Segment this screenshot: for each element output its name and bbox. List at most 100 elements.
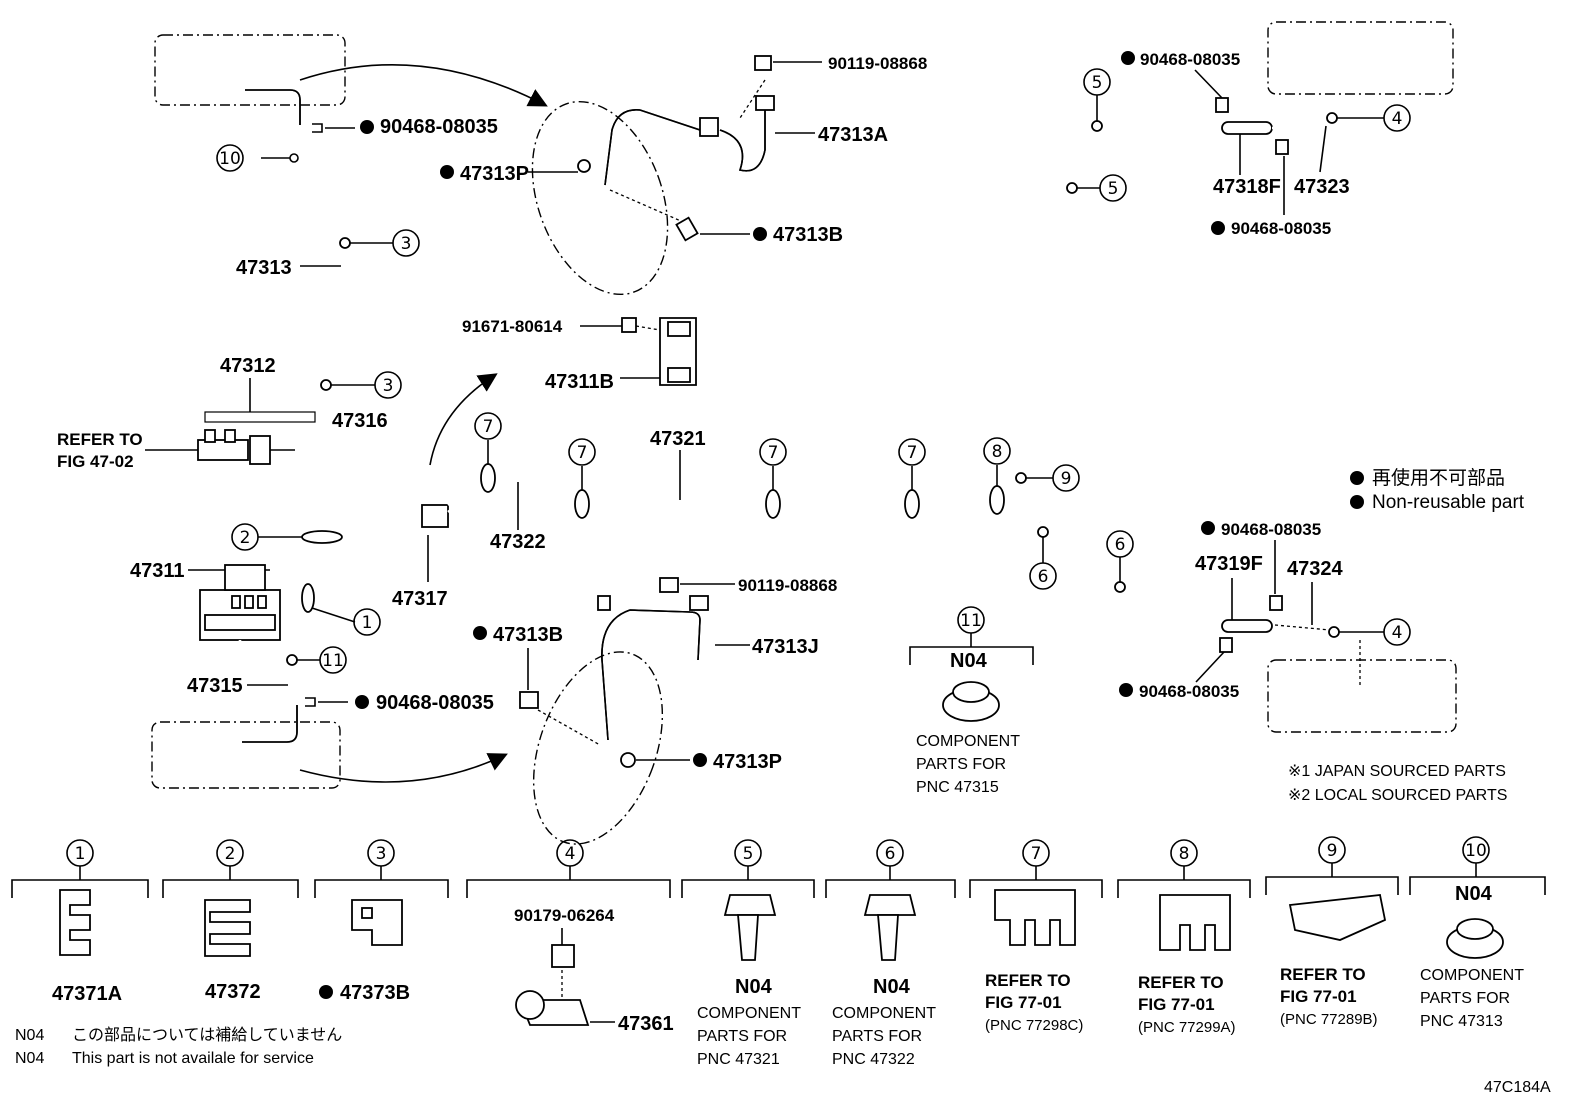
callout-9: 9 — [1015, 464, 1080, 492]
bottom-item-7[interactable]: 7 REFER TO FIG 77-01 (PNC 77298C) — [969, 839, 1103, 1034]
footer-notes: N04 この部品については補給していません N04 This part is n… — [15, 1026, 1551, 1096]
bottom-item-8[interactable]: 8 REFER TO FIG 77-01 (PNC 77299A) — [1117, 839, 1251, 1036]
svg-text:PNC 47313: PNC 47313 — [1420, 1013, 1503, 1030]
svg-text:PNC 47322: PNC 47322 — [832, 1051, 915, 1068]
svg-text:90119-08868: 90119-08868 — [738, 576, 837, 595]
svg-text:47311: 47311 — [130, 560, 185, 582]
svg-text:7: 7 — [907, 443, 918, 463]
svg-text:再使用不可部品: 再使用不可部品 — [1372, 467, 1505, 489]
svg-text:PARTS FOR: PARTS FOR — [832, 1028, 922, 1045]
svg-text:2: 2 — [240, 528, 251, 548]
svg-text:47319F: 47319F — [1195, 553, 1263, 575]
master-cylinder-47312[interactable]: 47312 REFER TO FIG 47-02 — [57, 355, 316, 471]
svg-text:4: 4 — [565, 844, 576, 864]
svg-text:PNC 47315: PNC 47315 — [916, 779, 999, 796]
svg-text:This part is not availale for: This part is not availale for service — [72, 1050, 314, 1067]
pipe-47313 — [292, 165, 347, 590]
svg-text:(PNC 77298C): (PNC 77298C) — [985, 1017, 1083, 1034]
svg-text:PARTS FOR: PARTS FOR — [1420, 990, 1510, 1007]
callout-6-a: 6 — [1029, 526, 1057, 590]
svg-text:※1 JAPAN SOURCED PARTS: ※1 JAPAN SOURCED PARTS — [1288, 763, 1506, 780]
svg-text:5: 5 — [1092, 73, 1103, 93]
svg-text:47371A: 47371A — [52, 983, 122, 1005]
svg-text:90468-08035: 90468-08035 — [1140, 50, 1240, 69]
svg-text:6: 6 — [1115, 535, 1126, 555]
svg-text:※2 LOCAL SOURCED PARTS: ※2 LOCAL SOURCED PARTS — [1288, 787, 1507, 804]
svg-text:N04: N04 — [950, 650, 988, 672]
svg-text:91671-80614: 91671-80614 — [462, 317, 563, 336]
bottom-item-3[interactable]: 3 47373B — [314, 839, 449, 1004]
bottom-item-4[interactable]: 4 90179-06264 47361 — [466, 839, 674, 1035]
callout-5-b: 5 — [1066, 174, 1127, 202]
svg-text:N04: N04 — [15, 1050, 44, 1067]
svg-text:90468-08035: 90468-08035 — [376, 692, 494, 714]
svg-text:(PNC 77289B): (PNC 77289B) — [1280, 1011, 1378, 1028]
svg-text:7: 7 — [483, 417, 494, 437]
grommet-11-n04[interactable]: 11 N04 COMPONENT PARTS FOR PNC 47315 — [909, 606, 1034, 796]
hose-47319F-47324[interactable]: 90468-08035 47319F 47324 4 90468-08035 — [1119, 520, 1457, 733]
callout-10-left: 10 — [216, 144, 299, 172]
svg-text:3: 3 — [383, 376, 394, 396]
svg-text:COMPONENT: COMPONENT — [697, 1005, 801, 1022]
svg-text:N04: N04 — [1455, 883, 1493, 905]
svg-text:FIG 77-01: FIG 77-01 — [1138, 995, 1215, 1014]
svg-text:47361: 47361 — [618, 1013, 674, 1035]
svg-text:10: 10 — [219, 149, 241, 169]
svg-text:3: 3 — [376, 844, 387, 864]
svg-text:47313J: 47313J — [752, 636, 819, 658]
svg-text:(PNC 77299A): (PNC 77299A) — [1138, 1019, 1236, 1036]
svg-text:PARTS FOR: PARTS FOR — [697, 1028, 787, 1045]
svg-text:47313P: 47313P — [713, 751, 782, 773]
bottom-item-9[interactable]: 9 REFER TO FIG 77-01 (PNC 77289B) — [1265, 836, 1399, 1028]
svg-text:11: 11 — [322, 651, 344, 671]
svg-text:Non-reusable part: Non-reusable part — [1372, 492, 1525, 513]
pipe-47315: 11 47315 — [187, 640, 347, 700]
front-left-inset — [154, 34, 548, 125]
rear-caliper-hose-detail[interactable]: 90119-08868 47313J 47313B 47313P — [473, 576, 837, 862]
svg-text:11: 11 — [960, 611, 982, 631]
bottom-item-6[interactable]: 6 N04 COMPONENT PARTS FOR PNC 47322 — [825, 839, 956, 1068]
clip-90468-lower-left[interactable]: 90468-08035 — [305, 692, 494, 714]
svg-text:90468-08035: 90468-08035 — [1221, 520, 1321, 539]
bottom-item-10[interactable]: 10 N04 COMPONENT PARTS FOR PNC 47313 — [1409, 836, 1546, 1030]
callout-5-a: 5 — [1083, 68, 1111, 132]
svg-text:8: 8 — [1179, 844, 1190, 864]
svg-text:9: 9 — [1061, 469, 1072, 489]
clip-90468-top-left[interactable]: 90468-08035 — [312, 116, 498, 138]
callout-7-b: 7 — [568, 438, 596, 519]
svg-text:47373B: 47373B — [340, 982, 410, 1004]
svg-text:N04: N04 — [873, 976, 911, 998]
bottom-item-2[interactable]: 2 47372 — [162, 839, 299, 1003]
svg-text:7: 7 — [768, 443, 779, 463]
svg-text:47313B: 47313B — [773, 224, 843, 246]
callout-2: 2 — [231, 523, 343, 551]
svg-text:47313B: 47313B — [493, 624, 563, 646]
bottom-item-1[interactable]: 1 47371A — [11, 839, 149, 1005]
svg-text:47313P: 47313P — [460, 163, 529, 185]
svg-text:N04: N04 — [735, 976, 773, 998]
junction-47317[interactable]: 47317 — [392, 504, 449, 610]
callout-7-d: 7 — [898, 438, 926, 519]
abs-unit-47311[interactable]: 47311 — [130, 560, 281, 641]
svg-text:4: 4 — [1392, 109, 1403, 129]
svg-text:2: 2 — [225, 844, 236, 864]
svg-text:7: 7 — [1031, 844, 1042, 864]
svg-text:5: 5 — [1108, 179, 1119, 199]
bottom-item-5[interactable]: 5 N04 COMPONENT PARTS FOR PNC 47321 — [681, 839, 815, 1068]
svg-text:N04: N04 — [15, 1027, 44, 1044]
bracket-47311B[interactable]: 91671-80614 47311B — [462, 317, 697, 393]
figure-id: 47C184A — [1484, 1079, 1551, 1096]
part-label: 90468-08035 — [380, 116, 498, 138]
callout-1: 1 — [301, 583, 381, 636]
svg-text:1: 1 — [75, 844, 86, 864]
svg-text:47316: 47316 — [332, 410, 388, 432]
svg-text:47317: 47317 — [392, 588, 448, 610]
hose-47318F-47323[interactable]: 90468-08035 47318F 4 47323 90468-08035 — [1121, 21, 1454, 238]
svg-text:9: 9 — [1327, 841, 1338, 861]
pipe-47316: 47316 — [316, 373, 498, 552]
svg-text:3: 3 — [401, 234, 412, 254]
svg-text:47324: 47324 — [1287, 558, 1343, 580]
svg-text:FIG 77-01: FIG 77-01 — [985, 993, 1062, 1012]
front-caliper-hose-detail[interactable]: 90119-08868 47313A 47313P 47313B — [440, 54, 927, 313]
svg-text:47311B: 47311B — [545, 371, 614, 393]
